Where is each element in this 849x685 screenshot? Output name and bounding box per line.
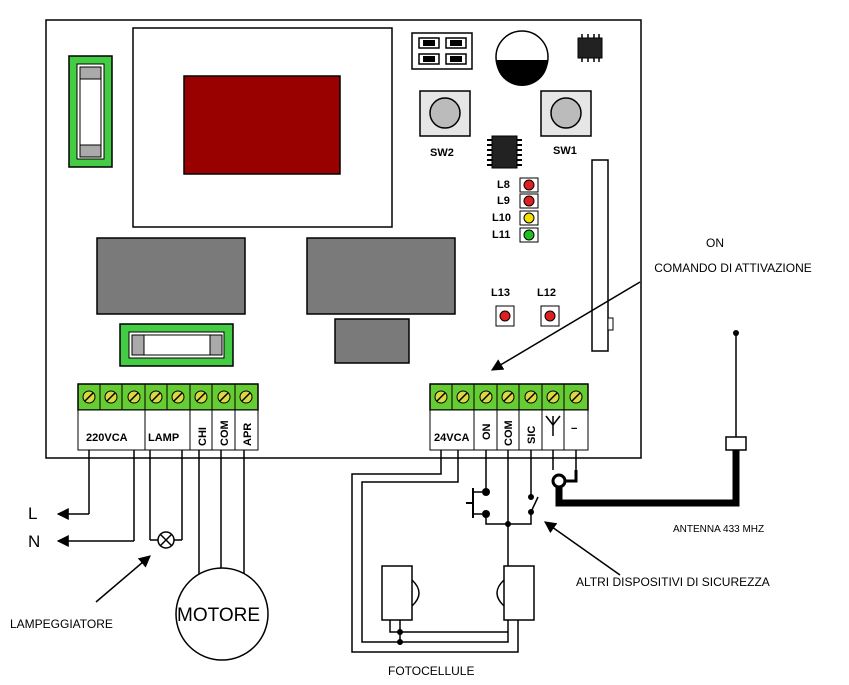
terminal-apr-label: APR	[242, 423, 254, 446]
label-n: N	[28, 532, 40, 551]
dip-switch-fill	[423, 40, 462, 62]
dip-switches	[411, 32, 473, 70]
photocell-rx	[496, 565, 535, 621]
led-l9	[523, 195, 535, 207]
safety-contact	[528, 494, 539, 515]
led-l8-label: L8	[497, 179, 510, 191]
relay-right	[306, 237, 456, 315]
terminal-com-label: COM	[219, 420, 231, 446]
motor	[175, 567, 269, 661]
relay-left	[96, 237, 246, 315]
label-l: L	[28, 504, 37, 523]
sw2-button[interactable]	[419, 90, 471, 137]
motore-label: MOTORE	[177, 605, 260, 626]
sw2-label: SW2	[430, 147, 454, 159]
photocell-wiring	[351, 450, 532, 653]
antenna-symbol-icon	[545, 415, 561, 436]
terminal-com2-label: COM	[503, 420, 515, 446]
led-l8	[523, 179, 535, 191]
sw1-button[interactable]	[540, 90, 592, 137]
terminal-sic-label: SIC	[526, 426, 538, 444]
on-pushbutton[interactable]	[466, 488, 490, 518]
antenna-label: ANTENNA 433 MHZ	[673, 524, 764, 535]
terminal-minus-label: −	[571, 423, 577, 435]
altri-label: ALTRI DISPOSITIVI DI SICUREZZA	[576, 575, 770, 589]
led-l10	[523, 212, 535, 224]
radio-module	[591, 159, 609, 352]
relay-small	[334, 318, 410, 364]
fuse-vertical	[68, 55, 113, 168]
on-arrow	[490, 281, 641, 371]
sw1-label: SW1	[553, 145, 577, 157]
motor-wiring	[198, 450, 245, 575]
on-label: ON	[706, 236, 724, 250]
lampeggiatore-label: LAMPEGGIATORE	[10, 617, 113, 631]
comando-label: COMANDO DI ATTIVAZIONE	[654, 261, 812, 275]
terminal-lamp-label: LAMP	[148, 432, 179, 444]
mains-wiring	[56, 450, 135, 547]
display	[183, 75, 341, 175]
chip-small	[577, 34, 603, 62]
terminal-220vca-label: 220VCA	[86, 432, 128, 444]
terminal-24vca-label: 24VCA	[434, 432, 470, 444]
terminal-on-label: ON	[481, 423, 493, 440]
ic-chip	[487, 135, 522, 169]
led-l13	[499, 310, 511, 322]
fuse-horizontal	[119, 323, 234, 367]
led-l9-label: L9	[497, 195, 510, 207]
lamp-arrow	[95, 555, 151, 603]
lamp-wiring	[149, 450, 183, 549]
led-l12-label: L12	[537, 287, 556, 299]
led-l11	[523, 229, 535, 241]
led-l12	[544, 310, 556, 322]
photocell-tx	[381, 565, 420, 621]
terminal-block-left	[77, 383, 259, 451]
altri-arrow	[544, 521, 621, 576]
fotocellule-label: FOTOCELLULE	[388, 664, 474, 678]
led-l11-label: L11	[492, 229, 510, 241]
terminal-block-right	[429, 383, 589, 451]
led-l13-label: L13	[491, 287, 510, 299]
terminal-chi-label: CHI	[197, 427, 209, 446]
buzzer	[495, 30, 549, 86]
antenna-cable	[551, 330, 747, 507]
led-l10-label: L10	[492, 212, 511, 224]
led-column: L8 L9 L10 L11	[492, 177, 539, 243]
